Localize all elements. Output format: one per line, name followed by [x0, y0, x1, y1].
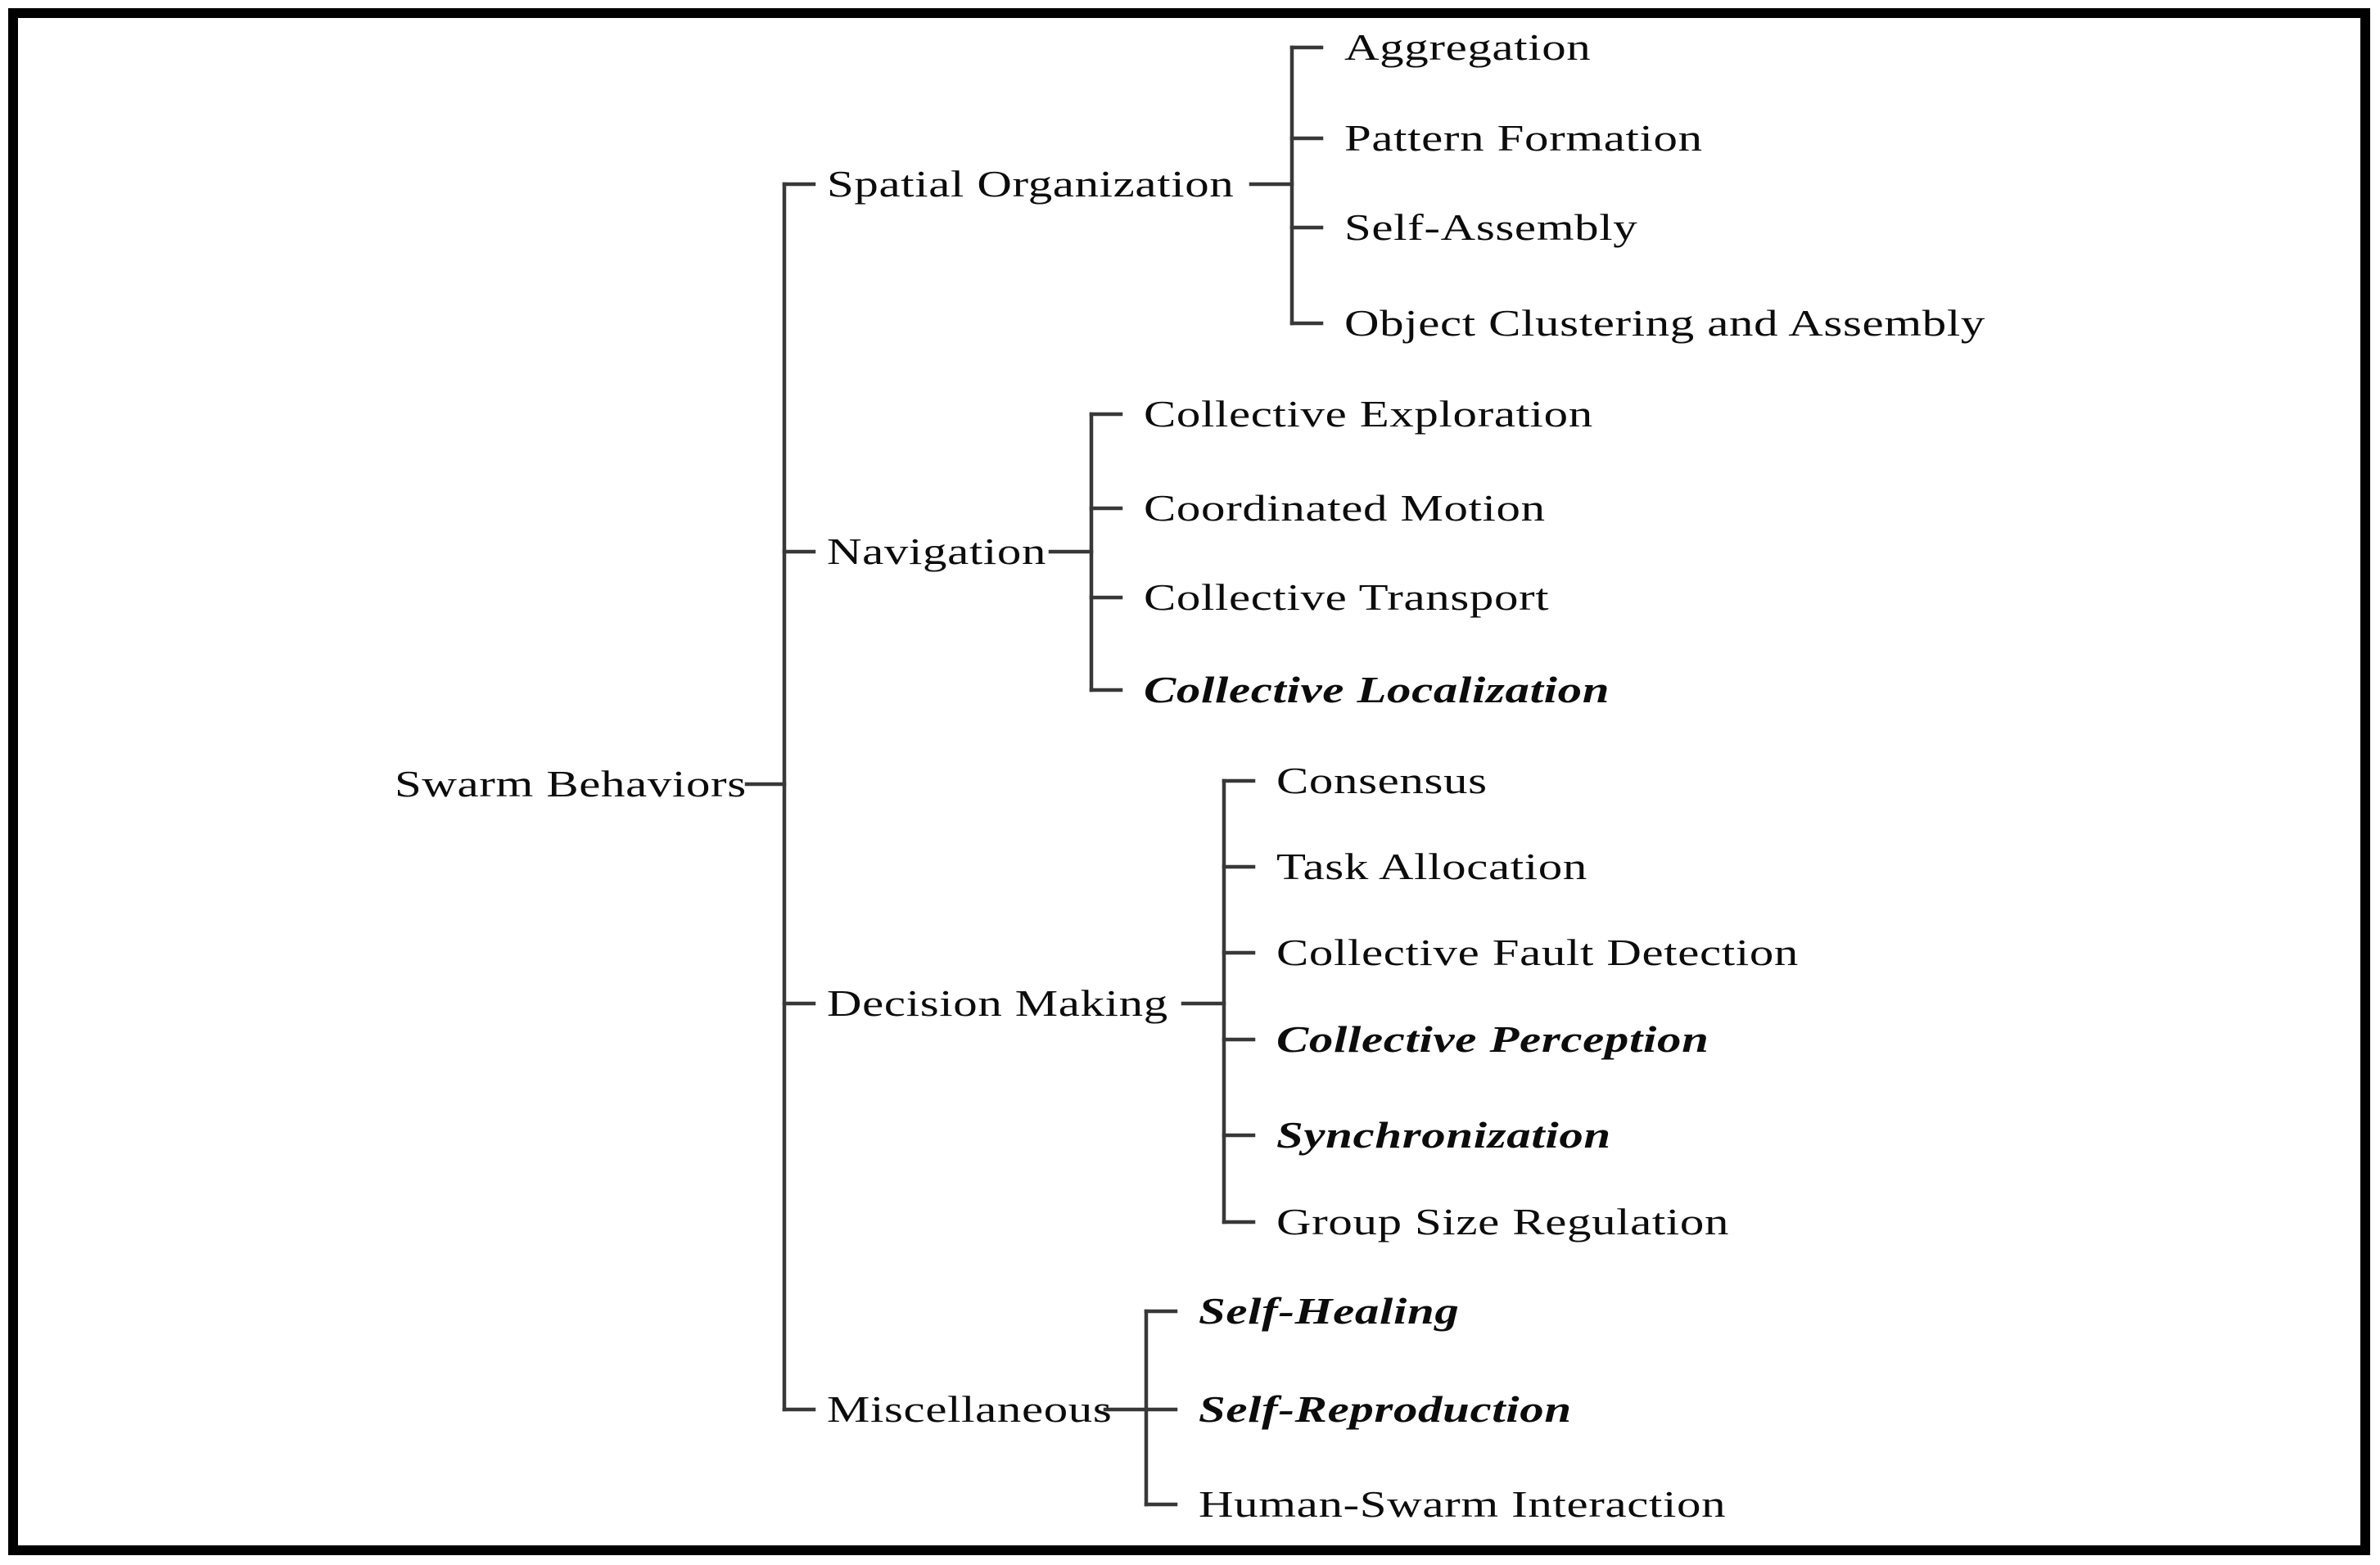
group-label-miscellaneous: Miscellaneous [827, 1388, 1113, 1430]
leaf-label-self-assembly: Self-Assembly [1344, 206, 1638, 248]
leaf-label-collective-exploration: Collective Exploration [1144, 393, 1593, 435]
leaf-label-pattern-formation: Pattern Formation [1344, 117, 1703, 159]
leaf-label-group-size-regulation: Group Size Regulation [1276, 1201, 1730, 1243]
leaf-label-collective-transport: Collective Transport [1144, 576, 1550, 618]
leaf-label-self-healing: Self-Healing [1199, 1290, 1460, 1332]
leaf-label-collective-perception: Collective Perception [1276, 1018, 1709, 1060]
leaf-label-collective-localization: Collective Localization [1144, 669, 1610, 710]
leaf-label-consensus: Consensus [1276, 760, 1488, 801]
leaf-label-task-allocation: Task Allocation [1276, 846, 1587, 887]
leaf-label-human-swarm-interaction: Human-Swarm Interaction [1199, 1483, 1727, 1525]
group-label-decision-making: Decision Making [827, 982, 1168, 1024]
leaf-label-aggregation: Aggregation [1344, 26, 1592, 68]
group-label-spatial-organization: Spatial Organization [827, 163, 1235, 205]
leaf-label-object-clustering-and-assembly: Object Clustering and Assembly [1344, 302, 1985, 344]
leaf-label-collective-fault-detection: Collective Fault Detection [1276, 931, 1799, 973]
leaf-label-self-reproduction: Self-Reproduction [1199, 1388, 1572, 1430]
group-label-navigation: Navigation [827, 530, 1047, 572]
root-node-label: Swarm Behaviors [395, 763, 747, 805]
leaf-label-synchronization: Synchronization [1276, 1114, 1611, 1156]
leaf-label-coordinated-motion: Coordinated Motion [1144, 487, 1546, 529]
